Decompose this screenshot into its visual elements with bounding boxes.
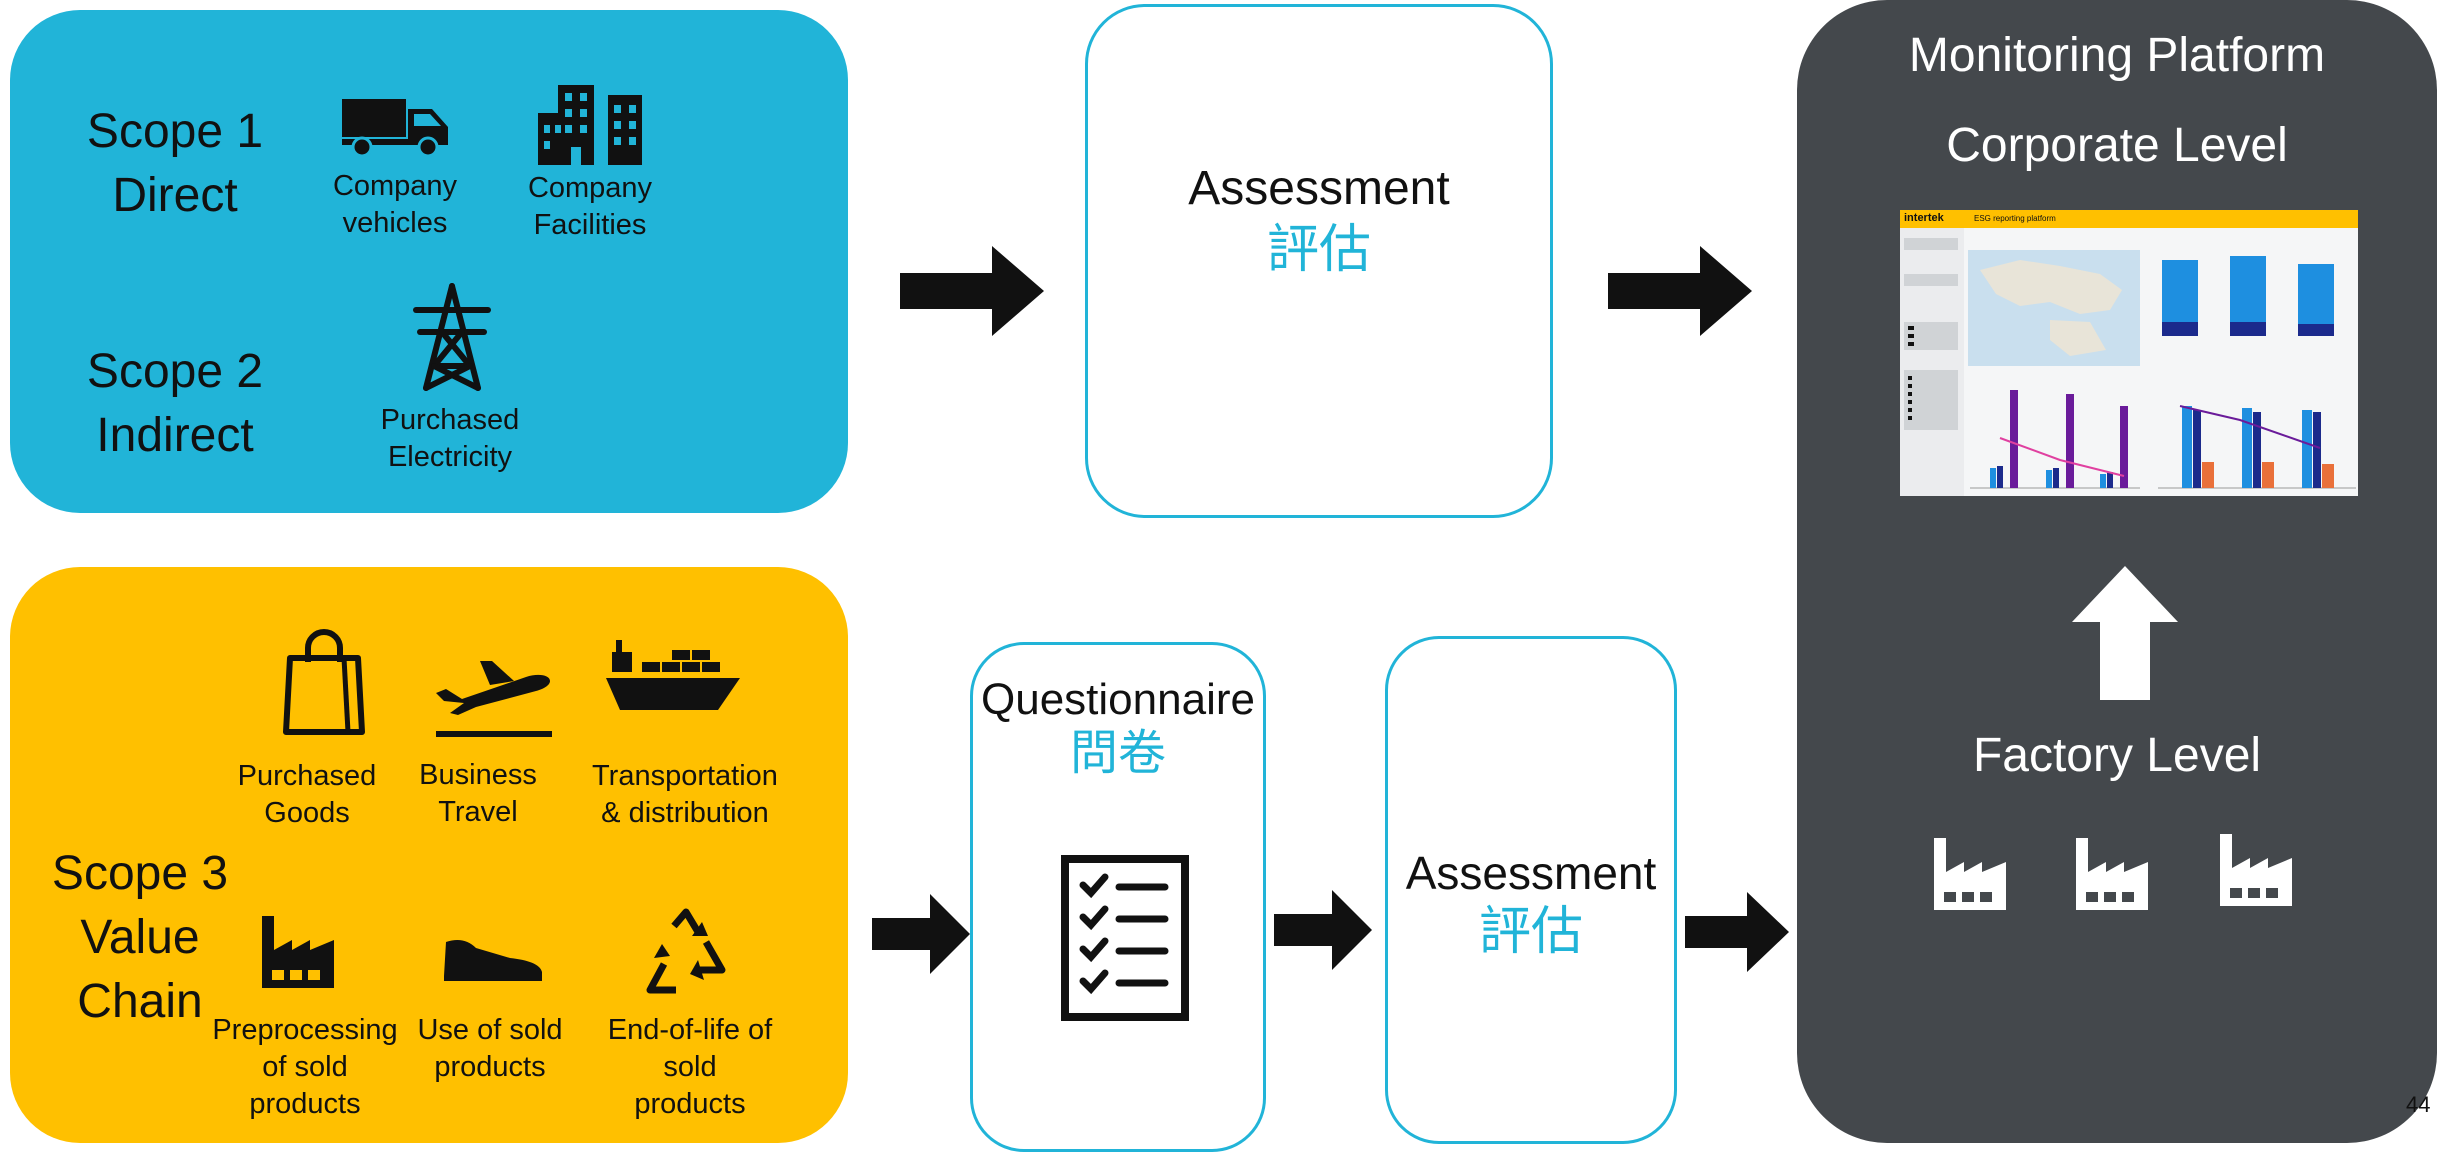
scope-1-sublabel: Direct xyxy=(112,169,238,222)
factory-icon-3 xyxy=(2216,832,2296,908)
dashboard-title: ESG reporting platform xyxy=(1974,214,2056,223)
questionnaire-label: Questionnaire xyxy=(981,675,1255,724)
caption-line: Purchased xyxy=(237,760,377,792)
caption-line: products xyxy=(434,1051,546,1083)
shoe-icon xyxy=(440,932,546,982)
use-of-sold-products-caption: Use of sold products xyxy=(405,1012,575,1086)
factory-level-label: Factory Level xyxy=(1972,729,2262,782)
assessment-top-label-cjk: 評估 xyxy=(1266,220,1371,280)
company-vehicles-caption: Company vehicles xyxy=(310,168,480,242)
scope-2-sublabel: Indirect xyxy=(96,409,254,462)
assessment-bottom-label-cjk: 評估 xyxy=(1478,902,1583,962)
caption-line: products xyxy=(249,1088,361,1120)
scope-1-heading: Scope 1 Direct xyxy=(60,100,290,228)
arrow-right-questionnaire-icon xyxy=(1274,890,1374,970)
arrow-right-to-platform-top-icon xyxy=(1608,246,1754,336)
scope-3-sublabel: Value xyxy=(80,911,200,964)
end-of-life-caption: End-of-life of sold products xyxy=(590,1012,790,1123)
caption-line: End-of-life of xyxy=(607,1014,773,1046)
caption-line: Travel xyxy=(438,796,518,828)
platform-title: Monitoring Platform xyxy=(1908,29,2326,82)
page-number: 44 xyxy=(2406,1092,2431,1117)
assessment-top-label: Assessment xyxy=(1188,162,1450,215)
caption-line: Electricity xyxy=(387,441,513,473)
assessment-top-box: Assessment 評估 xyxy=(1085,4,1553,518)
scope-1-2-panel xyxy=(10,10,848,513)
factory-icon xyxy=(258,912,338,992)
purchased-goods-caption: Purchased Goods xyxy=(222,758,392,832)
purchased-electricity-caption: Purchased Electricity xyxy=(355,402,545,476)
scope-3-heading: Scope 3 Value Chain xyxy=(40,842,240,1034)
caption-line: Company xyxy=(332,170,458,202)
buildings-icon xyxy=(538,85,642,165)
arrow-right-to-platform-bottom-icon xyxy=(1685,892,1791,972)
transportation-caption: Transportation & distribution xyxy=(580,758,790,832)
scope-3-sublabel: Chain xyxy=(77,975,203,1028)
caption-line: Facilities xyxy=(533,209,647,241)
caption-line: Business xyxy=(419,759,537,791)
shopping-bag-icon xyxy=(282,628,366,738)
dashboard-brand: intertek xyxy=(1904,212,1944,224)
scope-2-label: Scope 2 xyxy=(86,345,264,398)
caption-line: Preprocessing xyxy=(212,1014,398,1046)
assessment-bottom-box: Assessment 評估 xyxy=(1385,636,1677,1144)
factory-icon-1 xyxy=(1930,836,2010,912)
dashboard-header: intertek ESG reporting platform xyxy=(1900,210,2358,228)
preprocessing-caption: Preprocessing of sold products xyxy=(205,1012,405,1123)
scope-2-heading: Scope 2 Indirect xyxy=(60,340,290,468)
questionnaire-box: Questionnaire 問卷 xyxy=(970,642,1266,1152)
scope-1-label: Scope 1 xyxy=(86,105,264,158)
caption-line: Company xyxy=(527,172,653,204)
arrow-right-top-icon xyxy=(900,246,1046,336)
power-pylon-icon xyxy=(412,282,492,392)
caption-line: Goods xyxy=(264,797,350,829)
corporate-level-label: Corporate Level xyxy=(1946,119,2288,172)
caption-line: vehicles xyxy=(342,207,448,239)
monitoring-platform-panel xyxy=(1797,0,2437,1143)
questionnaire-label-cjk: 問卷 xyxy=(1069,725,1166,781)
truck-icon xyxy=(342,95,452,157)
factory-icon-2 xyxy=(2072,836,2152,912)
cargo-ship-icon xyxy=(606,638,740,722)
caption-line: of sold xyxy=(262,1051,348,1083)
dashboard-screenshot: intertek ESG reporting platform xyxy=(1900,210,2358,496)
arrow-up-icon xyxy=(2070,566,2180,702)
assessment-bottom-label: Assessment xyxy=(1405,847,1657,899)
checklist-icon xyxy=(1061,855,1189,1021)
caption-line: products xyxy=(634,1088,746,1120)
scope-3-label: Scope 3 xyxy=(51,847,229,900)
recycle-icon xyxy=(640,906,736,996)
caption-line: Use of sold xyxy=(417,1014,563,1046)
arrow-right-scope3-icon xyxy=(872,894,972,974)
caption-line: Transportation xyxy=(592,760,778,792)
company-facilities-caption: Company Facilities xyxy=(505,170,675,244)
caption-line: sold xyxy=(663,1051,717,1083)
caption-line: & distribution xyxy=(601,797,769,829)
business-travel-caption: Business Travel xyxy=(398,757,558,831)
caption-line: Purchased xyxy=(380,404,520,436)
airplane-departure-icon xyxy=(432,655,556,739)
